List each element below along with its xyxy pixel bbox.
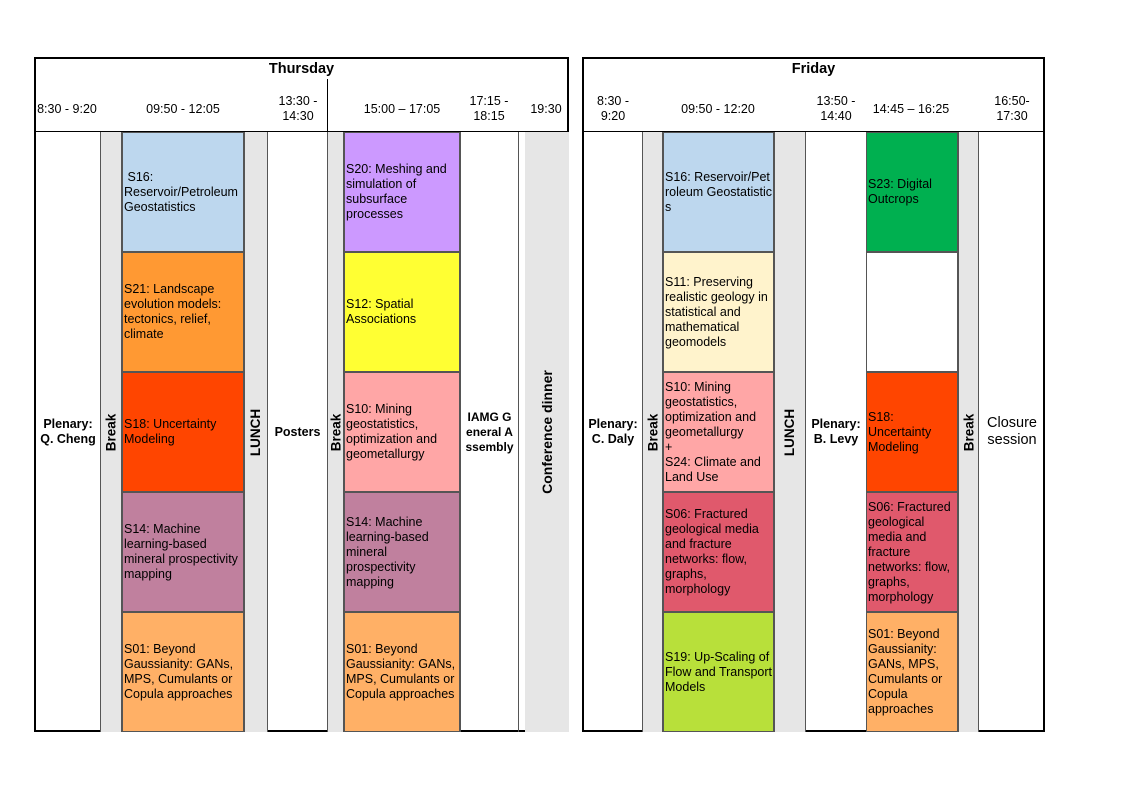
- friday-time-plenary2: 13:50 - 14:40: [816, 94, 856, 123]
- session-label: S06: Fractured geological media and frac…: [665, 507, 759, 596]
- thursday-time-posters: 13:30 - 14:30: [278, 94, 318, 123]
- thursday-time-plenary: 8:30 - 9:20: [37, 101, 97, 116]
- friday-session-empty: [866, 252, 958, 372]
- friday-break-1: [642, 132, 663, 732]
- session-label: S19: Up-Scaling of Flow and Transport Mo…: [665, 649, 772, 694]
- friday-session-s11[interactable]: S11: Preserving realistic geology in sta…: [663, 252, 774, 372]
- thursday-panel: Thursday 8:30 - 9:20 09:50 - 12:05 13:30…: [34, 57, 569, 732]
- friday-session-s19[interactable]: S19: Up-Scaling of Flow and Transport Mo…: [663, 612, 774, 732]
- thursday-session-s21[interactable]: S21: Landscape evolution models: tectoni…: [122, 252, 244, 372]
- thursday-title: Thursday: [268, 61, 335, 77]
- thursday-session-s01[interactable]: S01: Beyond Gaussianity: GANs, MPS, Cumu…: [122, 612, 244, 732]
- session-label: S14: Machine learning-based mineral pros…: [124, 522, 238, 581]
- thursday-break-1-label: Break: [103, 413, 119, 451]
- session-label: S01: Beyond Gaussianity: GANs, MPS, Cumu…: [124, 642, 234, 701]
- friday-break-1-label: Break: [645, 413, 660, 451]
- session-label: S18: Uncertainty Modeling: [124, 417, 217, 446]
- friday-morning-sessions: S16: Reservoir/Petroleum Geostatistics S…: [663, 132, 774, 732]
- thursday-session-s14[interactable]: S14: Machine learning-based mineral pros…: [122, 492, 244, 612]
- friday-session-s06b[interactable]: S06: Fractured geological media and frac…: [866, 492, 958, 612]
- thursday-time-iamg: 17:15 - 18:15: [469, 94, 509, 123]
- friday-lunch: [774, 132, 806, 732]
- friday-session-s06[interactable]: S06: Fractured geological media and frac…: [663, 492, 774, 612]
- session-label: S06: Fractured geological media and frac…: [868, 499, 951, 604]
- thursday-break-1: [100, 132, 122, 732]
- thursday-header-line: [36, 131, 567, 132]
- thursday-session-s10[interactable]: S10: Mining geostatistics, optimization …: [344, 372, 460, 492]
- friday-session-s01[interactable]: S01: Beyond Gaussianity: GANs, MPS, Cumu…: [866, 612, 958, 732]
- thursday-dinner-label: Conference dinner: [539, 370, 556, 494]
- session-label: S10: Mining geostatistics, optimization …: [346, 402, 438, 461]
- session-label: S18: Uncertainty Modeling: [868, 409, 932, 454]
- thursday-time-dinner: 19:30: [530, 101, 562, 116]
- session-label: S11: Preserving realistic geology in sta…: [665, 274, 768, 349]
- session-label: S20: Meshing and simulation of subsurfac…: [346, 162, 447, 221]
- thursday-morning-sessions: S16: Reservoir/Petroleum Geostatistics S…: [122, 132, 244, 732]
- friday-title: Friday: [791, 61, 836, 77]
- thursday-session-s12[interactable]: S12: Spatial Associations: [344, 252, 460, 372]
- friday-time-closure: 16:50- 17:30: [994, 94, 1030, 123]
- thursday-session-s16[interactable]: S16: Reservoir/Petroleum Geostatistics: [122, 132, 244, 252]
- friday-break-2-label: Break: [961, 413, 976, 451]
- friday-plenary-levy: Plenary: B. Levy: [811, 417, 861, 446]
- thursday-session-s18[interactable]: S18: Uncertainty Modeling: [122, 372, 244, 492]
- thursday-break-2: [327, 132, 344, 732]
- thursday-break-2-label: Break: [328, 413, 343, 451]
- session-label: S16: Reservoir/Petroleum Geostatistics: [124, 169, 242, 214]
- friday-closure-session: Closure session: [987, 415, 1037, 448]
- friday-lunch-label: LUNCH: [782, 408, 798, 456]
- session-label: S14: Machine learning-based mineral pros…: [346, 514, 429, 589]
- friday-header-line: [584, 131, 1043, 132]
- friday-session-s10-s24[interactable]: S10: Mining geostatistics, optimization …: [663, 372, 774, 492]
- friday-plenary-daly: Plenary: C. Daly: [588, 417, 638, 446]
- friday-session-s23[interactable]: S23: Digital Outcrops: [866, 132, 958, 252]
- session-label: S01: Beyond Gaussianity: GANs, MPS, Cumu…: [346, 642, 456, 701]
- thursday-session-s20[interactable]: S20: Meshing and simulation of subsurfac…: [344, 132, 460, 252]
- session-label: S23: Digital Outcrops: [868, 177, 932, 206]
- thursday-session-s01b[interactable]: S01: Beyond Gaussianity: GANs, MPS, Cumu…: [344, 612, 460, 732]
- friday-time-afternoon: 14:45 – 16:25: [872, 101, 950, 116]
- friday-afternoon-sessions: S23: Digital Outcrops S18: Uncertainty M…: [866, 132, 958, 732]
- session-label: S12: Spatial Associations: [346, 297, 417, 326]
- thursday-time-morning: 09:50 - 12:05: [146, 101, 220, 116]
- thursday-session-s14b[interactable]: S14: Machine learning-based mineral pros…: [344, 492, 460, 612]
- friday-session-s18[interactable]: S18: Uncertainty Modeling: [866, 372, 958, 492]
- friday-session-s16[interactable]: S16: Reservoir/Petroleum Geostatistics: [663, 132, 774, 252]
- thursday-dinner: [525, 132, 569, 732]
- friday-break-2: [958, 132, 979, 732]
- thursday-plenary: Plenary: Q. Cheng: [40, 417, 96, 446]
- thursday-lunch: [244, 132, 268, 732]
- session-label: S21: Landscape evolution models: tectoni…: [124, 282, 222, 341]
- session-label: S10: Mining geostatistics, optimization …: [665, 379, 761, 484]
- friday-time-morning: 09:50 - 12:20: [681, 101, 755, 116]
- thursday-header-divider: [327, 79, 328, 131]
- session-label: S16: Reservoir/Petroleum Geostatistics: [665, 169, 772, 214]
- session-label: S01: Beyond Gaussianity: GANs, MPS, Cumu…: [868, 627, 943, 716]
- thursday-afternoon-sessions: S20: Meshing and simulation of subsurfac…: [344, 132, 460, 732]
- thursday-iamg-assembly: IAMG General Assembly: [460, 132, 519, 732]
- thursday-time-afternoon: 15:00 – 17:05: [363, 101, 441, 116]
- friday-time-plenary: 8:30 - 9:20: [597, 94, 629, 123]
- thursday-lunch-label: LUNCH: [248, 408, 264, 456]
- thursday-posters: Posters: [274, 424, 321, 439]
- friday-panel: Friday 8:30 - 9:20 09:50 - 12:20 13:50 -…: [582, 57, 1045, 732]
